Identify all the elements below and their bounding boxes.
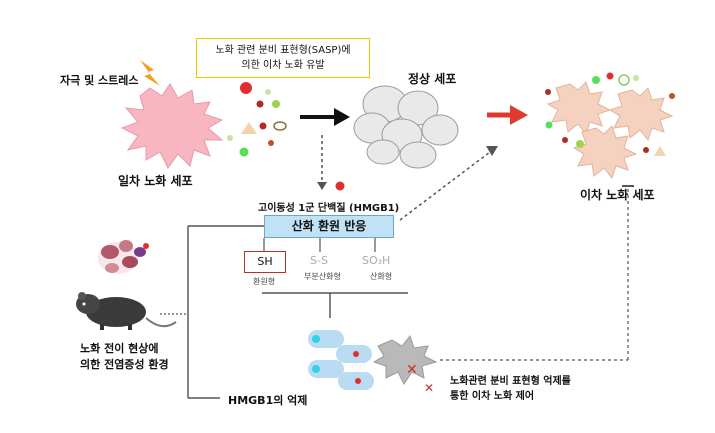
normal-cell-label: 정상 세포: [408, 70, 456, 87]
so3h-sub-label: 산화형: [370, 271, 392, 282]
primary-senescent-label: 일차 노화 세포: [118, 172, 193, 189]
normal-cell-cluster: [354, 86, 458, 168]
suppressed-cell: [374, 336, 436, 384]
secondary-senescent-label: 이차 노화 세포: [580, 186, 655, 203]
sh-box: SH: [244, 251, 286, 273]
sasp-factor: [240, 82, 252, 94]
hmgb1-capsules: [308, 330, 374, 390]
sh-sub-label: 환원형: [253, 276, 275, 287]
secondary-senescent-cells: [548, 82, 672, 178]
sasp-factor: [257, 101, 264, 108]
sasp-factor: [274, 122, 286, 130]
sasp-note: 노화 관련 분비 표현형(SASP)에 의한 이차 노화 유발: [196, 38, 370, 78]
mouse-icon: [76, 292, 176, 330]
primary-senescent-cell: [122, 84, 222, 168]
sasp-factor: [268, 140, 274, 146]
sasp-note-line1: 노화 관련 분비 표현형(SASP)에: [197, 43, 369, 58]
svg-text:✕: ✕: [424, 381, 434, 395]
sasp-factor: [241, 122, 257, 134]
organs-icon: [98, 240, 149, 274]
mouse-label-line2: 의한 전염증성 환경: [80, 356, 169, 372]
sasp-factor: [260, 123, 267, 130]
ss-sub-label: 부분산화형: [304, 271, 341, 282]
so3h-label: SO₃H: [362, 254, 390, 267]
control-label-line1: 노화관련 분비 표현형 억제를: [450, 372, 571, 387]
sasp-factor: [227, 135, 233, 141]
hmgb1-dot: [336, 182, 345, 191]
sasp-factor: [272, 100, 280, 108]
arrow-to-secondary: [510, 105, 528, 125]
sasp-note-line2: 의한 이차 노화 유발: [197, 58, 369, 73]
redox-box: 산화 환원 반응: [264, 215, 394, 238]
ss-label: S-S: [310, 254, 328, 267]
arrow-to-normal: [334, 108, 350, 126]
sasp-factor: [240, 148, 249, 157]
sasp-factor: [265, 89, 271, 95]
svg-text:✕: ✕: [406, 362, 418, 378]
stimulus-label: 자극 및 스트레스: [60, 72, 139, 88]
mouse-label-line1: 노화 전이 현상에: [80, 340, 159, 356]
hmgb1-suppress-label: HMGB1의 억제: [228, 392, 307, 408]
lightning-icon: [140, 60, 160, 86]
control-label-line2: 통한 이차 노화 제어: [450, 387, 534, 402]
hmgb1-label: 고이동성 1군 단백질 (HMGB1): [258, 199, 399, 214]
